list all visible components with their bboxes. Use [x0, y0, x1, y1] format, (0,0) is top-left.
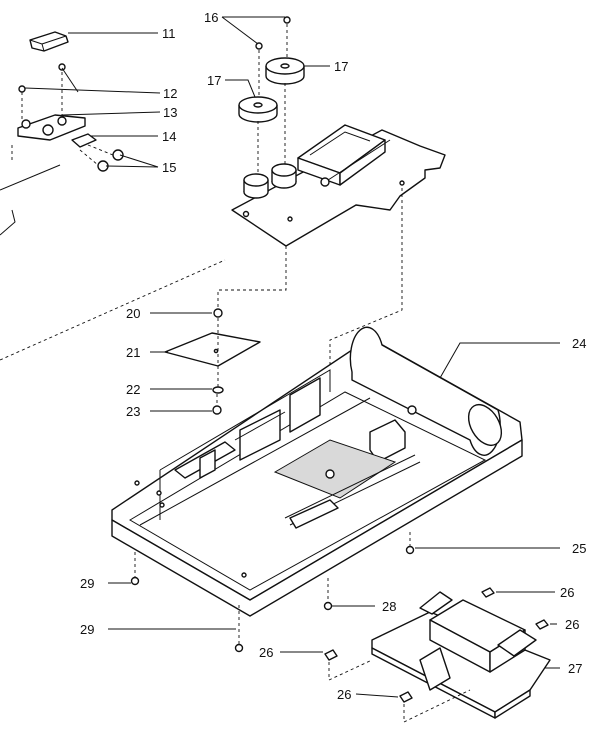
- part-11-bracket: [29, 31, 69, 52]
- callout-29-upper: 29: [80, 576, 94, 591]
- callout-17-left: 17: [207, 73, 221, 88]
- part-24-lower-case: [111, 326, 523, 617]
- part-17-rubber-feet: [238, 57, 305, 175]
- screws-25-28-29: [130, 532, 415, 653]
- callout-17-right: 17: [334, 59, 348, 74]
- part-27-cover: [371, 591, 551, 719]
- callout-11: 11: [162, 26, 176, 41]
- part-12-13-hinge-assembly: [17, 63, 86, 141]
- upper-plate: [231, 124, 446, 247]
- callout-27: 27: [568, 661, 582, 676]
- callout-16: 16: [204, 10, 218, 25]
- callout-21: 21: [126, 345, 140, 360]
- part-21-sheet: [164, 318, 261, 388]
- lid-edge-outline: [0, 145, 226, 361]
- callout-25: 25: [572, 541, 586, 556]
- callout-24: 24: [572, 336, 586, 351]
- callout-26-left: 26: [259, 645, 273, 660]
- callout-29-lower: 29: [80, 622, 94, 637]
- callout-23: 23: [126, 404, 140, 419]
- callout-26-bottom: 26: [337, 687, 351, 702]
- alignment-line-20: [217, 246, 287, 310]
- callout-22: 22: [126, 382, 140, 397]
- callout-12: 12: [163, 86, 177, 101]
- callout-26-top: 26: [560, 585, 574, 600]
- callout-28: 28: [382, 599, 396, 614]
- leader-lines: [24, 16, 560, 698]
- callout-26-right: 26: [565, 617, 579, 632]
- callout-13: 13: [163, 105, 177, 120]
- part-20-nut: [213, 308, 223, 318]
- part-15-nuts: [79, 144, 124, 172]
- callout-15: 15: [162, 160, 176, 175]
- callout-14: 14: [162, 129, 176, 144]
- part-14-clip: [71, 133, 97, 148]
- callout-20: 20: [126, 306, 140, 321]
- part-26-clips: [324, 587, 549, 723]
- part-22-23-washer-screw: [212, 386, 224, 415]
- part-16-screws: [255, 16, 291, 95]
